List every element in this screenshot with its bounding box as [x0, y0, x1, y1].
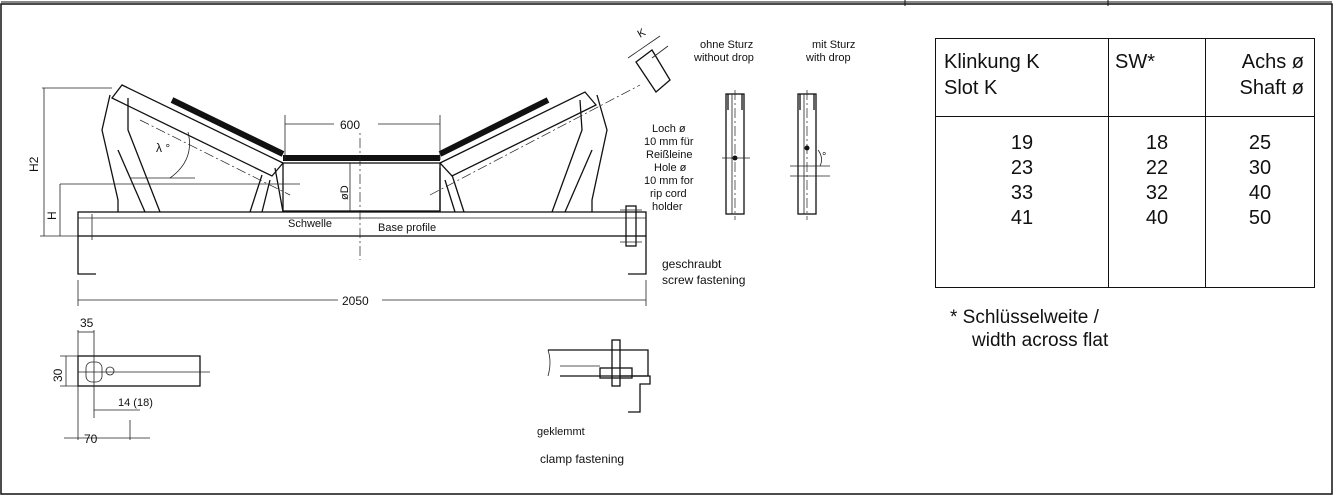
- hole-note: Loch ø 10 mm für Reißleine Hole ø 10 mm …: [644, 123, 694, 213]
- footnote-line-1: * Schlüsselweite /: [950, 307, 1099, 328]
- schwelle-label: Schwelle: [288, 218, 332, 230]
- dim-30-label: 30: [51, 368, 65, 382]
- right-belt: [438, 97, 550, 157]
- dim-h-label: H: [45, 211, 59, 220]
- table-cell: 32: [1145, 182, 1169, 204]
- table-cell: 30: [1248, 157, 1272, 179]
- dimension-600: 600: [284, 115, 441, 160]
- screw-fastening-label: screw fastening: [662, 273, 745, 287]
- hole-en-1: Hole ø: [654, 162, 687, 174]
- angle-lambda-label: λ °: [156, 141, 170, 155]
- dim-35-label: 35: [80, 316, 94, 330]
- diam-d-label: øD: [339, 185, 351, 200]
- footnote-line-2: width across flat: [972, 330, 1109, 351]
- table-cell: 40: [1145, 207, 1169, 229]
- dim-70-label: 70: [84, 432, 98, 446]
- drop-degree-label: °: [822, 151, 826, 163]
- dimension-2050: 2050: [77, 280, 647, 308]
- dim-2050-label: 2050: [342, 294, 369, 308]
- hole-en-4: holder: [652, 201, 683, 213]
- dimension-diameter: øD: [339, 163, 351, 211]
- table-cell: 19: [1010, 132, 1034, 154]
- base-profile-label: Base profile: [378, 222, 436, 234]
- table-cell: 50: [1248, 207, 1272, 229]
- table-cell: 41: [1010, 207, 1034, 229]
- table-cell: 40: [1248, 182, 1272, 204]
- hole-de-2: 10 mm für: [644, 136, 694, 148]
- idler-assembly: [77, 84, 647, 275]
- hole-en-2: 10 mm for: [644, 175, 694, 187]
- dim-h2-label: H2: [27, 156, 41, 172]
- table-cell: 25: [1248, 132, 1272, 154]
- clamp-fastening-detail: geklemmt clamp fastening: [537, 339, 651, 466]
- table-cell: 23: [1010, 157, 1034, 179]
- table-cell: 18: [1145, 132, 1169, 154]
- left-belt: [170, 97, 285, 157]
- header-slot-k: Klinkung K Slot K: [935, 38, 1109, 117]
- table-cell: 22: [1145, 157, 1169, 179]
- mit-sturz-label: mit Sturz: [812, 39, 855, 51]
- table-cell: 33: [1010, 182, 1034, 204]
- column-sw: 18 22 32 40: [1108, 116, 1206, 288]
- geklemmt-label: geklemmt: [537, 426, 585, 438]
- header-shaft: Achs ø Shaft ø: [1205, 38, 1315, 117]
- angle-lambda: λ °: [130, 131, 195, 179]
- spec-table: Klinkung K Slot K SW* Achs ø Shaft ø 19 …: [935, 38, 1315, 288]
- column-slot-k: 19 23 33 41: [936, 117, 1109, 288]
- dim-k-label: K: [636, 26, 649, 40]
- dimension-heights: H2 H: [27, 87, 300, 237]
- ohne-sturz-label: ohne Sturz: [700, 39, 753, 51]
- hole-de-3: Reißleine: [646, 149, 692, 161]
- clamp-fastening-label: clamp fastening: [540, 452, 624, 466]
- header-sw: SW*: [1108, 38, 1206, 117]
- conveyor-idler-drawing: 600 øD λ ° H2 H 2050 Schwelle Base profi…: [27, 26, 855, 466]
- slot-k-detail: K: [627, 26, 671, 93]
- column-shaft: 25 30 40 50: [1205, 116, 1315, 288]
- without-drop-label: without drop: [693, 52, 754, 64]
- hole-en-3: rip cord: [650, 188, 687, 200]
- drop-details: ohne Sturz without drop mit Sturz with d…: [693, 39, 855, 220]
- dim-14-label: 14 (18): [118, 397, 153, 409]
- hole-de-1: Loch ø: [652, 123, 686, 135]
- dim-600-label: 600: [340, 118, 360, 132]
- footnote: * Schlüsselweite / width across flat: [950, 306, 1108, 352]
- with-drop-label: with drop: [805, 52, 851, 64]
- base-end-detail: 35 30 14 (18) 70: [51, 316, 210, 446]
- geschraubt-label: geschraubt: [662, 257, 722, 271]
